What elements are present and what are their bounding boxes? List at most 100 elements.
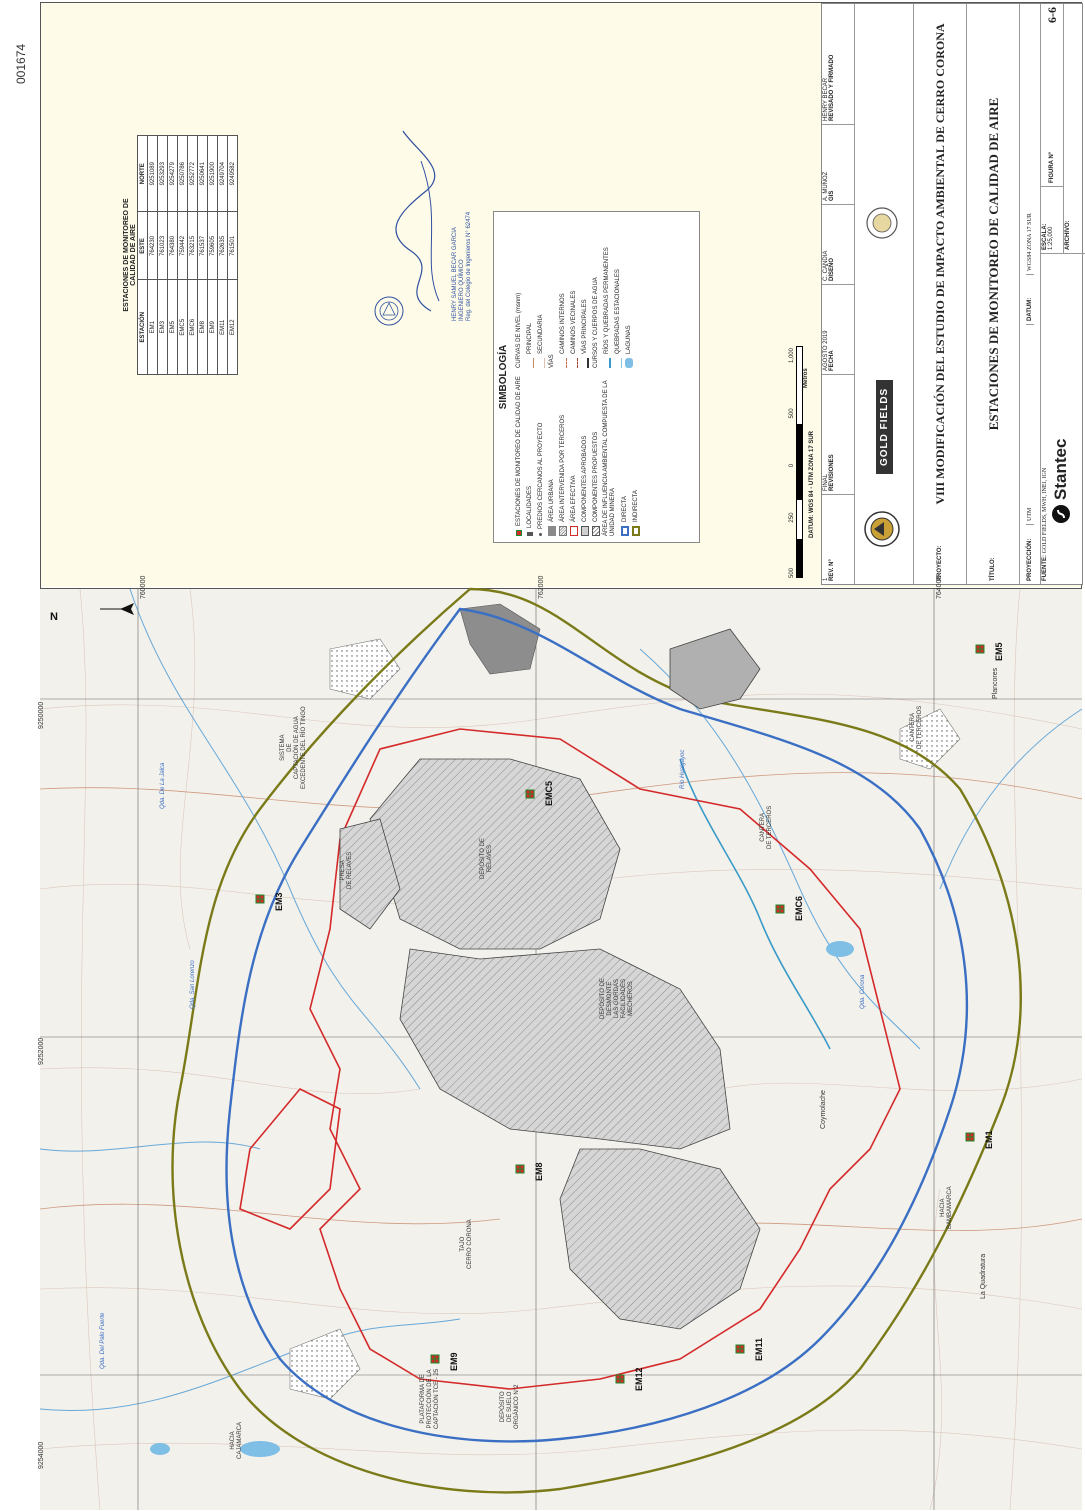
station-marker[interactable] [735,1344,745,1354]
table-cell: 761501 [227,211,238,280]
grid-lines [40,589,1082,1510]
legend-item: PREDIOS CERCANOS AL PROYECTO [535,374,546,536]
table-cell: 759605 [207,211,218,280]
table-cell: 9254279 [167,135,178,212]
figure-number: 6-6 [1044,7,1059,23]
legend-item: ÁREA EFECTIVA [568,374,579,536]
station-label: EM8 [534,1162,544,1181]
engineer-seal-icon [374,296,404,326]
area-label: PRESA DE RELAVES [340,851,353,889]
legend-item: DIRECTA [619,374,630,536]
seasonal-stream-swatch [613,358,622,368]
stations-layer [255,644,985,1384]
table-cell: EM8 [197,279,208,375]
station-marker[interactable] [515,1164,525,1174]
station-label: EM3 [274,892,284,911]
mining-seal-icon [865,207,898,239]
open-pit [559,1148,761,1330]
station-marker[interactable] [430,1354,440,1364]
station-marker[interactable] [775,904,785,914]
house-icon [526,532,533,536]
urban-area-swatch [547,526,556,536]
area-label: DEPÓSITO DE DESMONTE LAS GORDAS FACILIDA… [600,978,634,1019]
legend-item: COMPONENTES APROBADOS [579,374,590,536]
table-cell: 759442 [177,211,188,280]
scale-datum: DATUM: WGS 84 - UTM ZONA 17 SUR [809,430,815,538]
info-panel: ESTACIONES DE MONITOREO DE CALIDAD DE AI… [41,3,1085,587]
station-marker[interactable] [615,1374,625,1384]
grid-north-label: 9254000 [38,1441,45,1469]
stream-label: Qda. San Lorenzo [190,960,196,1009]
legend-item: VÍAS PRINCIPALES [579,218,590,368]
grid-north-label: 9252000 [38,1037,45,1065]
station-marker[interactable] [975,644,985,654]
station-marker[interactable] [965,1132,975,1142]
legend-title: SIMBOLOGÍA [498,344,509,410]
table-cell: 9252772 [187,135,198,212]
table-cell: EM12 [227,279,238,375]
table-cell: 9249582 [227,135,238,212]
internal-road-swatch [558,358,567,368]
third-party-area [329,638,401,700]
table-cell: 9253293 [157,135,168,212]
map-svg [39,587,1083,1511]
main-road-swatch [580,358,589,368]
signature-block: HENRY SAMUEL BECAR GARCIA INGENIERO QUÍM… [391,121,473,321]
legend-item: ÁREA DE INFLUENCIA AMBIENTAL COMPUESTA D… [603,380,616,536]
title-label: TÍTULO: [990,557,996,581]
legend-item: SECUNDARIA [535,218,546,368]
station-marker[interactable] [255,894,265,904]
tailings-dam [339,818,401,930]
direct-influence-swatch [620,526,629,536]
gold-fields-emblem-icon [863,511,900,547]
scale-label: 500 [789,408,795,419]
stream-label: Río Hualgayoc [680,749,686,789]
project-row: PROYECTO: VIII MODIFICACIÓN DEL ESTUDIO … [914,4,967,584]
table-cell: 9251089 [147,135,158,212]
legend-item: ESTACIONES DE MONITOREO DE CALIDAD DE AI… [513,374,524,536]
legend-item: CAMINOS VECINALES [568,218,579,368]
urban-area [459,603,541,675]
table-cell: EMC6 [187,279,198,375]
station-label: EM5 [994,642,1004,661]
signature-registration: Reg. del Colegio de Ingenieros N° 62474 [466,211,472,321]
legend-column-right: CURVAS DE NIVEL (msnm) PRINCIPAL SECUNDA… [513,218,641,368]
area-label: PLATAFORMA DE PROTECCIÓN DE LA CAPTACIÓN… [420,1368,440,1429]
legend-item: CAMINOS INTERNOS [557,218,568,368]
lagoon [826,941,854,957]
effective-area-boundary [309,728,901,1390]
area-label: DEPÓSITO DE RELAVES [480,838,493,879]
signature-scribble [395,130,440,312]
legend-item: LOCALIDADES [524,374,535,536]
figure-title-row: TÍTULO: ESTACIONES DE MONITOREO DE CALID… [967,4,1020,584]
station-marker[interactable] [525,789,535,799]
area-label: TAJO CERRO CORONA [460,1219,473,1269]
place-label: Coymolache [820,1090,827,1129]
stream-label: Qda. Corona [860,974,866,1009]
station-label: EM12 [634,1367,644,1391]
area-label: CANTERA DE TERCEROS [910,705,923,749]
tailings-deposit [369,758,621,950]
contour-main-swatch [525,358,534,368]
proposed-components-swatch [591,526,600,536]
legend-item: INDIRECTA [630,374,641,536]
effective-area-boundary [239,1088,341,1230]
indirect-influence-boundary [171,587,1022,1494]
table-cell: 761537 [197,211,208,280]
legend-item: VÍAS [548,354,555,368]
station-marker-icon [515,530,522,536]
figure-title: ESTACIONES DE MONITOREO DE CALIDAD DE AI… [985,97,1001,431]
third-party-area [899,708,961,770]
legend-item: CURSOS Y CUERPOS DE AGUA [592,277,599,368]
source-row: FUENTE: GOLD FIELDS, MWH, INEI, IGN Stan… [1041,4,1085,584]
stantec-logo-icon [1052,505,1070,523]
station-label: EM9 [449,1352,459,1371]
approved-components-swatch [580,526,589,536]
station-label: EM11 [754,1337,764,1361]
logo-row: GOLD FIELDS [855,4,914,584]
projection-row: PROYECCIÓN: UTM DATUM: WGS84 ZONA 17 SUR [1020,4,1041,584]
